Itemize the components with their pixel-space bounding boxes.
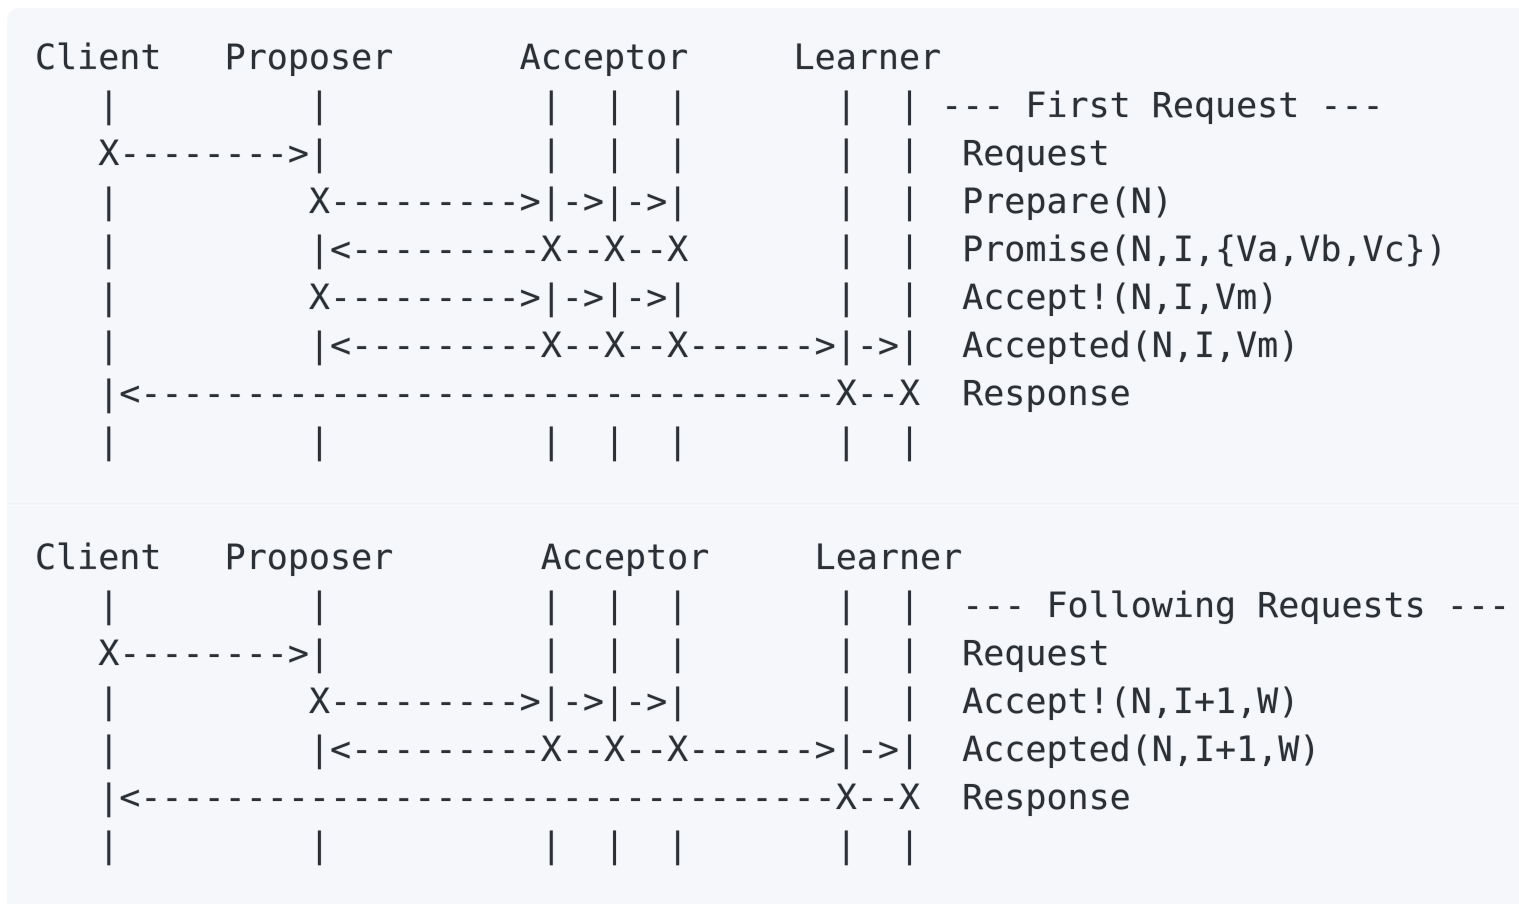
section-divider [7, 503, 1519, 506]
first-request-ascii-diagram: Client Proposer Acceptor Learner | | | |… [35, 38, 1447, 462]
paxos-sequence-diagram-panel: Client Proposer Acceptor Learner | | | |… [7, 8, 1519, 904]
following-requests-ascii-diagram: Client Proposer Acceptor Learner | | | |… [35, 538, 1511, 866]
